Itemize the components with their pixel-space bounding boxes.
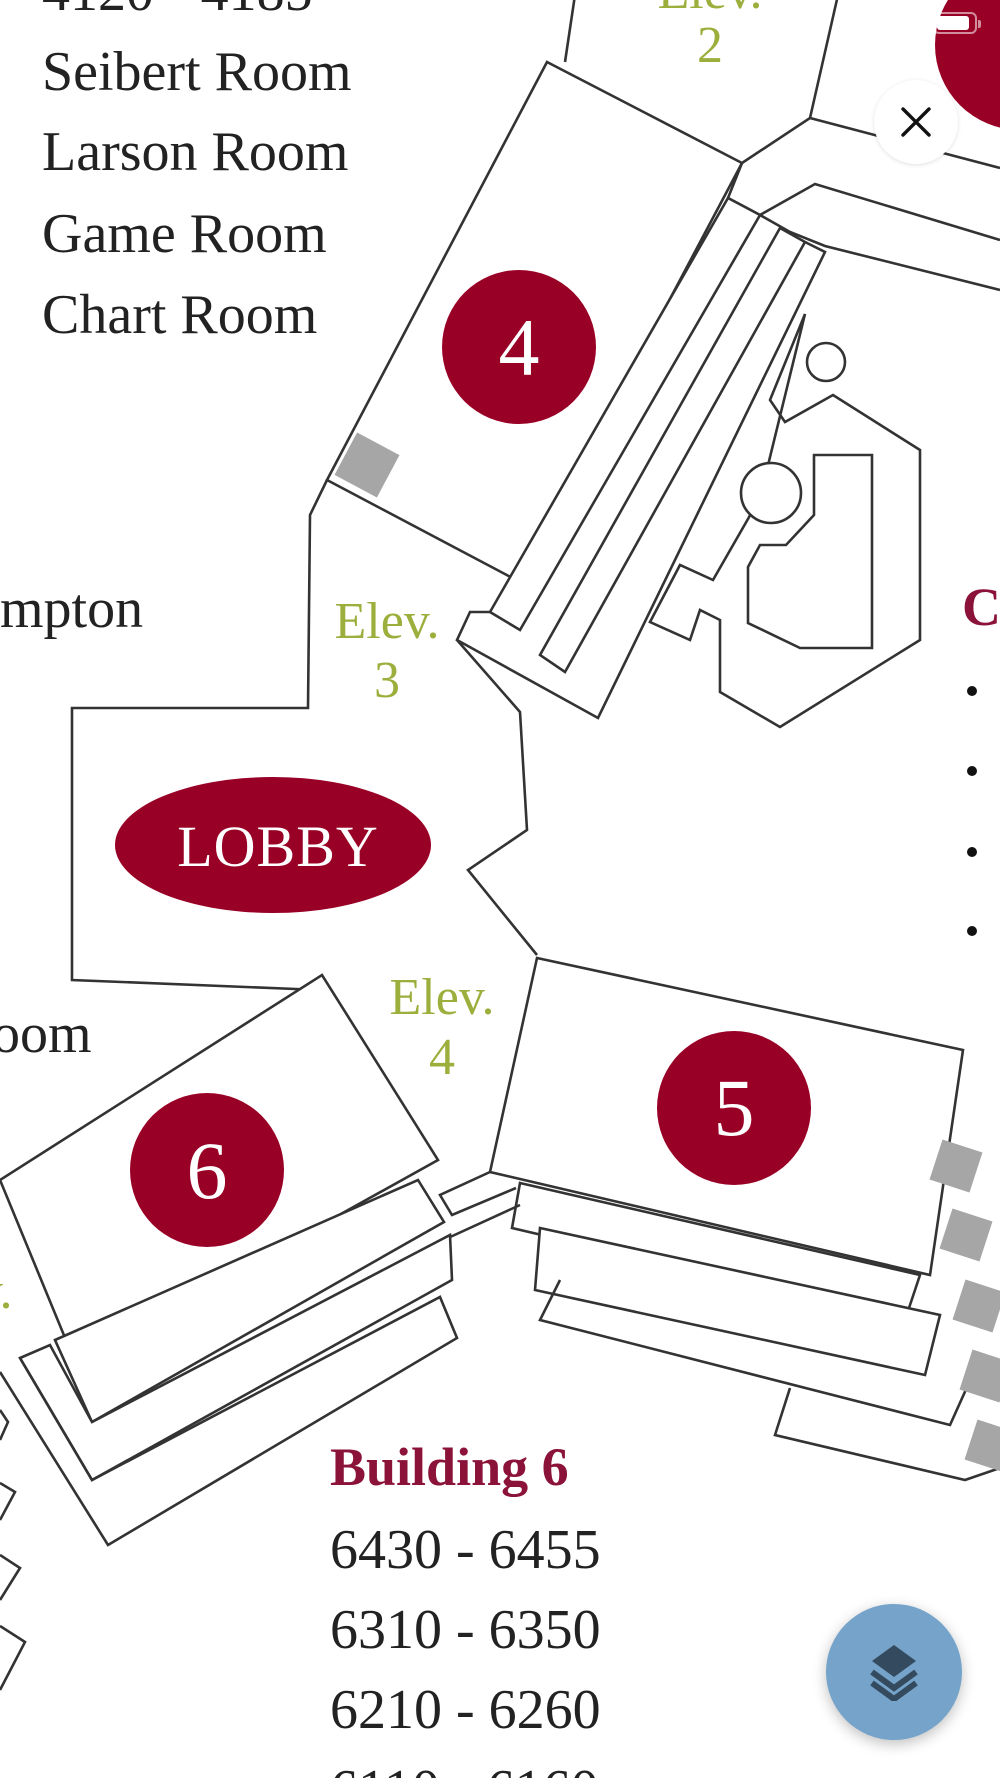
lobby-marker[interactable]	[115, 777, 431, 913]
building-6-range-partial: 6110 - 6160	[330, 1759, 599, 1778]
directory-partial-text: oom	[0, 1003, 92, 1065]
wing-5c	[538, 1279, 970, 1427]
corridor-wall	[741, 116, 1000, 170]
corridor-wall	[726, 162, 1000, 242]
legend-bullet	[967, 926, 977, 936]
elevator-2-label-line1: Elev.	[658, 0, 763, 20]
room-seibert[interactable]: Seibert Room	[42, 41, 352, 103]
corridor-wall	[759, 213, 1000, 292]
building-6-heading: Building 6	[330, 1437, 569, 1497]
wing-4c	[455, 240, 827, 720]
stair-icon	[959, 1349, 1000, 1403]
elevator-4-label-line1: Elev.	[390, 969, 495, 1026]
building-6-number: 6	[187, 1125, 228, 1216]
legend-bullet	[967, 847, 977, 857]
elevator-partial-label: Elev.	[0, 1263, 12, 1320]
building-5-marker[interactable]	[657, 1031, 811, 1185]
wing-6a	[53, 1178, 446, 1424]
building-5-number: 5	[714, 1062, 755, 1153]
connector-wall	[438, 1170, 517, 1217]
building-6-marker[interactable]	[130, 1093, 284, 1247]
elevator-2-area-walls	[563, 0, 839, 119]
close-button[interactable]	[874, 80, 958, 164]
wing-4b	[538, 226, 807, 674]
building-3-marker[interactable]	[935, 0, 1000, 130]
left-wall	[0, 1624, 27, 1691]
pool-outline	[746, 453, 874, 650]
round-feature	[739, 461, 803, 525]
legend-bullet	[967, 766, 977, 776]
battery-indicator	[933, 12, 981, 34]
building-6-range: 6430 - 6455	[330, 1519, 601, 1581]
room-game[interactable]: Game Room	[42, 203, 327, 265]
building-6-range: 6310 - 6350	[330, 1599, 601, 1661]
legend-bullet	[967, 686, 977, 696]
building-6-range: 6210 - 6260	[330, 1679, 601, 1741]
building-4-number: 4	[499, 302, 540, 393]
lobby-wall	[70, 479, 329, 992]
stair-icon	[952, 1279, 1000, 1333]
building-4-marker[interactable]	[442, 270, 596, 424]
left-wall	[0, 1481, 17, 1521]
wing-5d	[773, 1387, 1000, 1482]
wing-5b	[533, 1226, 942, 1377]
round-feature	[805, 341, 847, 383]
wing-6c	[0, 1295, 459, 1547]
directory-partial-range: 4120 - 4185	[42, 0, 313, 23]
left-wall	[0, 1553, 22, 1601]
elevator-3-label-line2: 3	[374, 652, 400, 709]
lobby-wall	[456, 639, 539, 956]
elevator-2-label-line2: 2	[697, 17, 723, 74]
room-chart[interactable]: Chart Room	[42, 284, 317, 346]
connector-wall	[447, 1203, 521, 1240]
battery-level	[937, 16, 970, 30]
lobby-label: LOBBY	[177, 814, 379, 879]
wing-4a	[488, 196, 762, 632]
left-wall	[0, 1409, 10, 1441]
stair-icon	[929, 1139, 983, 1193]
layers-button[interactable]	[826, 1604, 962, 1740]
room-larson[interactable]: Larson Room	[42, 121, 348, 183]
elevator-3-label-line1: Elev.	[335, 593, 440, 650]
stair-icon	[334, 432, 400, 498]
elevator-4-label-line2: 4	[429, 1029, 455, 1086]
stair-icon	[939, 1208, 993, 1262]
close-icon	[901, 107, 931, 137]
right-legend-heading: C	[962, 577, 1000, 637]
directory-partial-text: mpton	[0, 578, 143, 640]
stair-icon	[964, 1419, 1000, 1473]
battery-tip	[978, 20, 981, 28]
layers-icon	[870, 1645, 918, 1701]
